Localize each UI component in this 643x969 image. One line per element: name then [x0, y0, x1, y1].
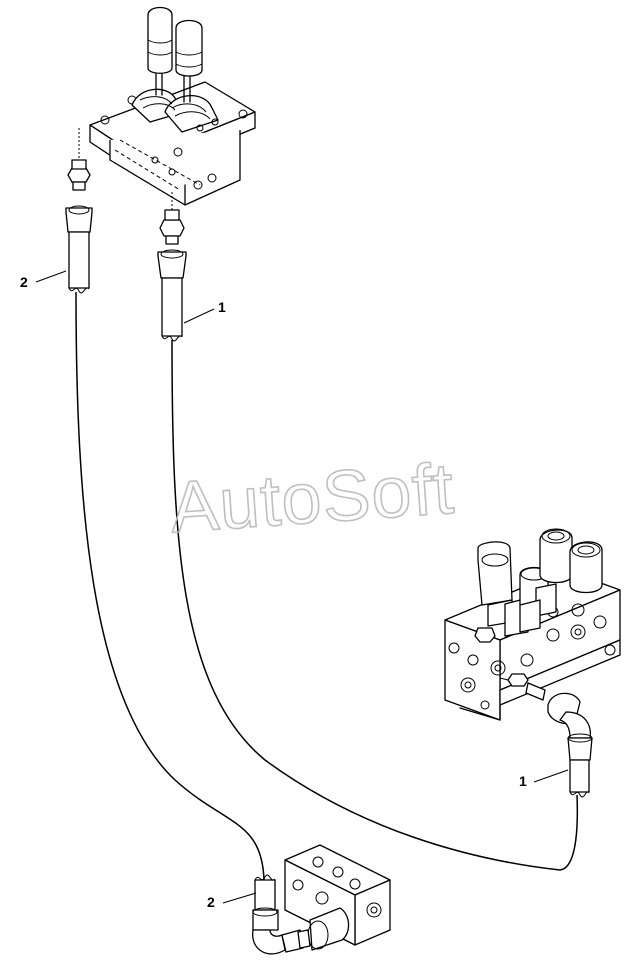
- hose-lines: [75, 291, 579, 881]
- callout-label: 2: [20, 274, 28, 290]
- hose-end-bottom-elbow: [252, 874, 311, 955]
- hose-end-left: [65, 205, 93, 294]
- valve-port-fitting: [499, 673, 546, 701]
- unit-port-leaders: [78, 128, 173, 212]
- callout-1-right: 1: [519, 769, 569, 789]
- watermark: AutoSoft: [168, 449, 457, 549]
- hose-2: [75, 291, 265, 881]
- bottom-connector-block: [284, 844, 391, 951]
- fitting-left-top: [67, 159, 91, 191]
- joystick-control-unit: [89, 6, 256, 206]
- hose-end-center: [157, 249, 187, 342]
- callout-label: 2: [207, 894, 215, 910]
- hose-1: [171, 339, 579, 871]
- callout-2-top: 2: [20, 270, 67, 290]
- callout-2-bottom: 2: [207, 892, 257, 910]
- fitting-center-top: [159, 209, 185, 245]
- callout-1-top: 1: [183, 299, 226, 324]
- hose-end-right-elbow: [547, 692, 593, 798]
- callout-label: 1: [218, 299, 226, 315]
- callout-label: 1: [519, 773, 527, 789]
